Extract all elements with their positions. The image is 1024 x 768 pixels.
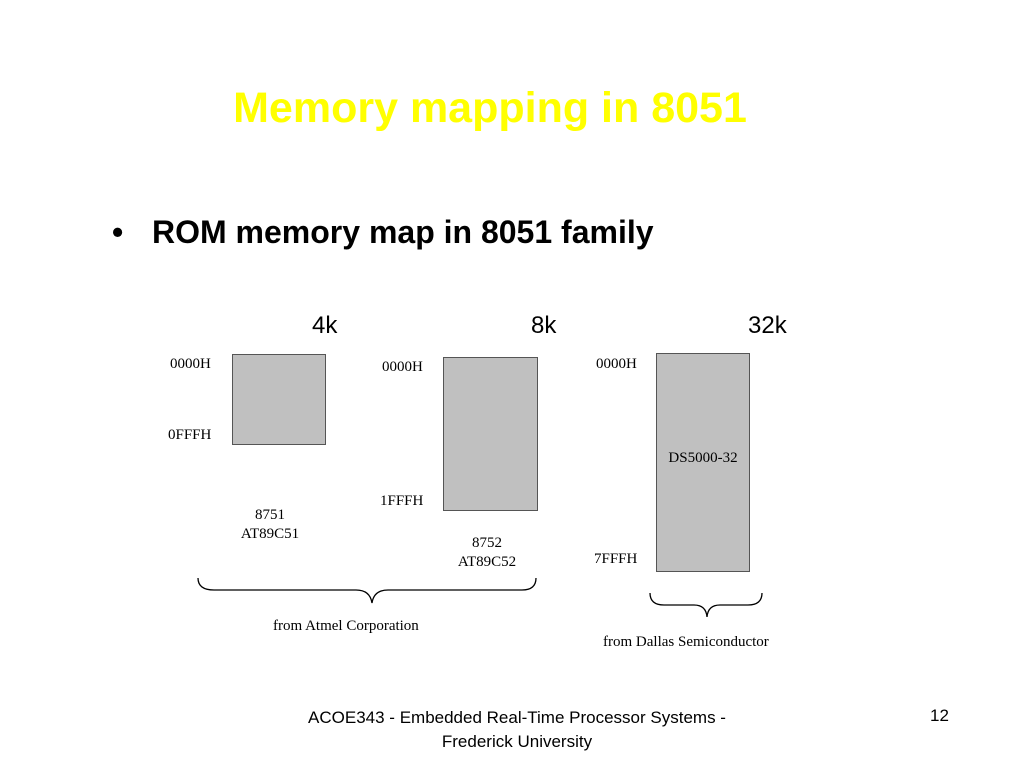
memory-block-32k	[656, 353, 750, 572]
atmel-brace	[197, 577, 537, 604]
start-address-4k: 0000H	[170, 356, 211, 372]
dallas-brace	[649, 592, 763, 618]
chip-name: 8752	[472, 535, 502, 551]
slide-footer: ACOE343 - Embedded Real-Time Processor S…	[262, 706, 772, 754]
slide-title: Memory mapping in 8051	[233, 84, 747, 132]
start-address-32k: 0000H	[596, 356, 637, 372]
chip-names-8k: 8752 AT89C52	[437, 534, 537, 572]
chip-names-4k: 8751 AT89C51	[220, 506, 320, 544]
end-address-4k: 0FFFH	[168, 427, 212, 443]
footer-line: Frederick University	[441, 732, 593, 751]
bullet-item: • ROM memory map in 8051 family	[112, 214, 654, 251]
size-label-4k: 4k	[312, 312, 338, 339]
size-label-8k: 8k	[531, 312, 557, 339]
start-address-8k: 0000H	[382, 359, 423, 375]
memory-block-8k	[443, 357, 538, 511]
footer-line: ACOE343 - Embedded Real-Time Processor S…	[308, 708, 726, 727]
vendor-label-atmel: from Atmel Corporation	[273, 618, 419, 634]
page-number: 12	[930, 706, 949, 725]
end-address-8k: 1FFFH	[380, 493, 424, 509]
vendor-label-dallas: from Dallas Semiconductor	[603, 634, 769, 650]
end-address-32k: 7FFFH	[594, 551, 638, 567]
memory-block-4k	[232, 354, 326, 445]
bullet-marker: •	[112, 214, 124, 250]
chip-name: 8751	[255, 507, 285, 523]
chip-name: AT89C51	[240, 526, 300, 542]
chip-name: AT89C52	[457, 554, 517, 570]
size-label-32k: 32k	[748, 312, 787, 339]
bullet-text: ROM memory map in 8051 family	[152, 214, 654, 250]
box-label-32k: DS5000-32	[668, 450, 738, 466]
